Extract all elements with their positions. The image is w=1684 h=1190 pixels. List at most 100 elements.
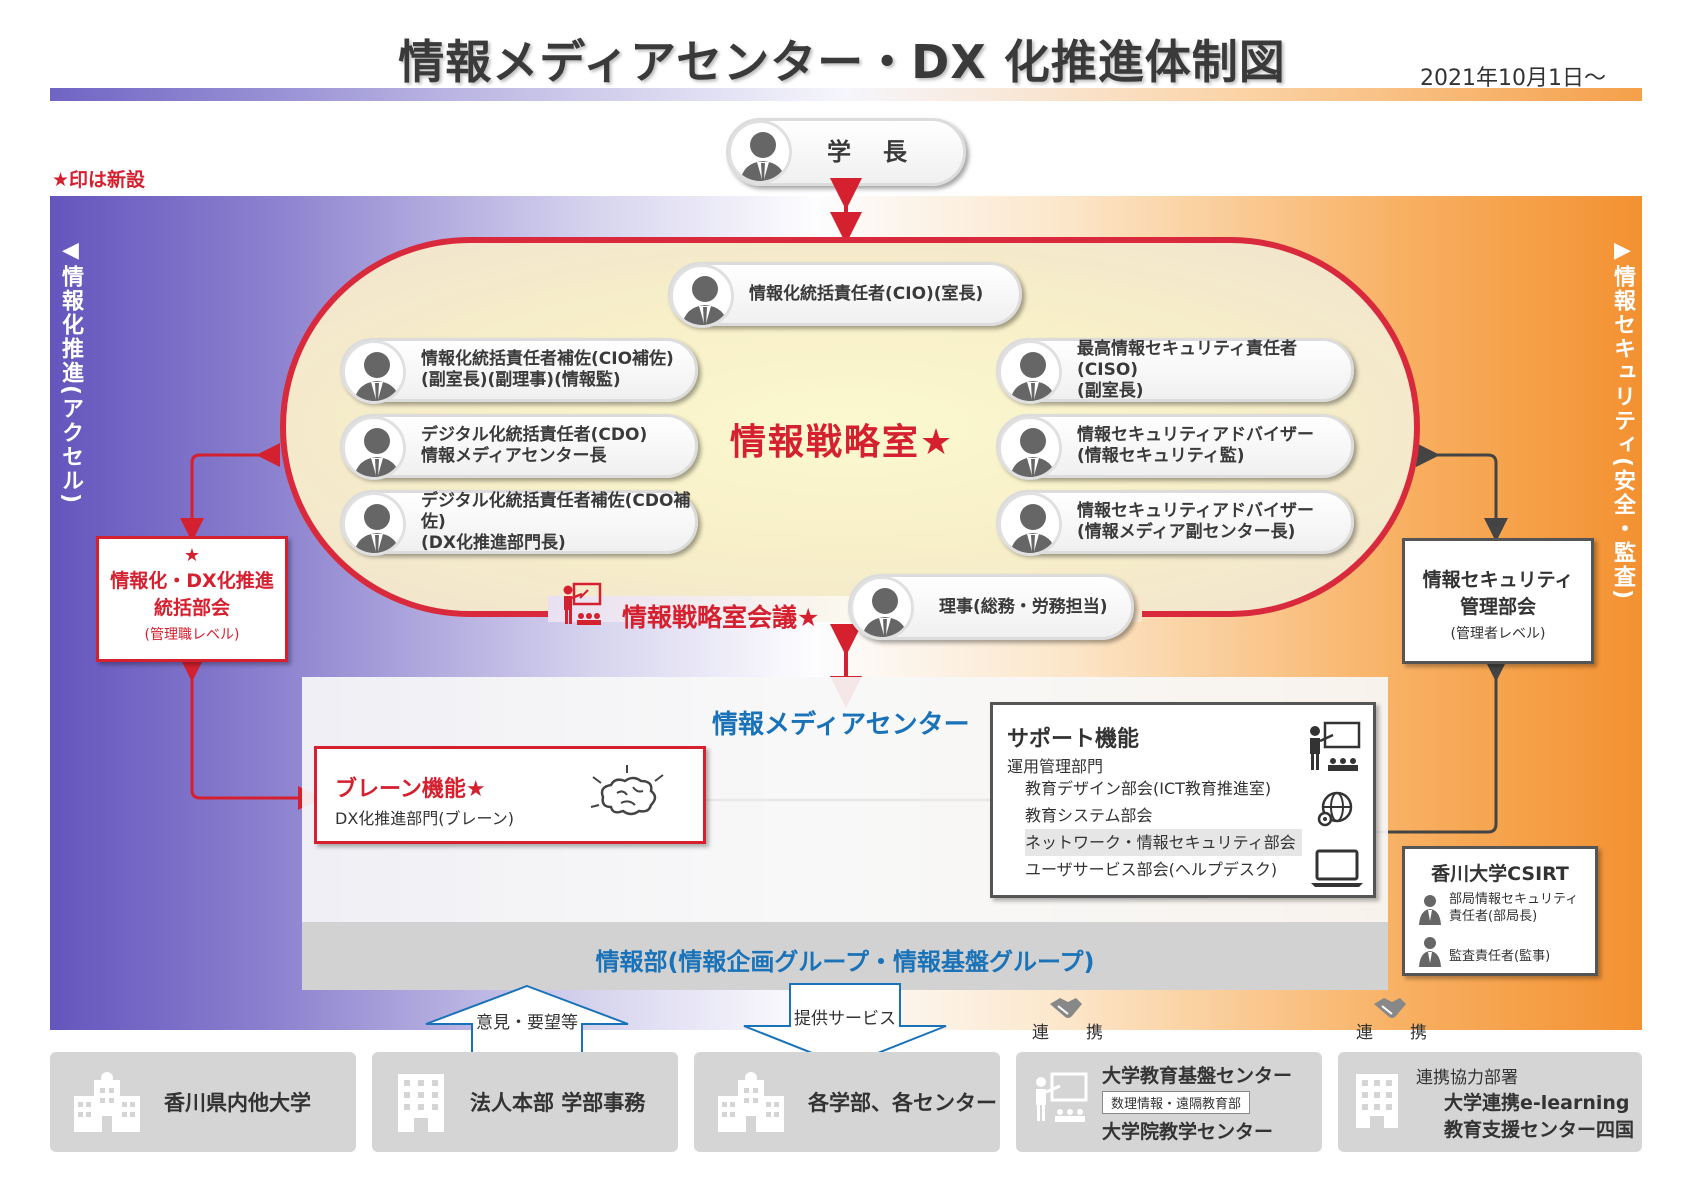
bottom-card-education-center: 大学教育基盤センター 数理情報・遠隔教育部 大学院教学センター [1016,1052,1322,1152]
member-ciso-line2: (副室長) [1077,380,1144,401]
support-item-user-service: ユーザサービス部会(ヘルプデスク) [1025,860,1278,879]
member-cdo-assist-line2: (DX化推進部門長) [421,532,566,553]
brain-function-title: ブレーン機能★ [335,777,486,802]
person-icon [1417,935,1443,967]
cooperation-line3: 教育支援センター四国 [1444,1118,1635,1141]
education-center-line2: 大学院教学センター [1102,1120,1274,1143]
member-sec-adviser-2-line2: (情報メディア副センター長) [1077,522,1296,542]
csirt-role1-line1: 部局情報セキュリティ [1449,892,1579,907]
meeting-label: 情報戦略室会議★ [622,603,820,632]
globe-gear-icon [1315,789,1355,829]
cooperation-line2: 大学連携e-learning [1444,1091,1630,1114]
member-cio-label: 情報化統括責任者(CIO)(室長) [749,283,984,304]
university-building-icon [72,1070,142,1134]
dx-committee-line1: 情報化・DX化推進 [110,570,274,592]
lecture-icon [1305,721,1363,773]
member-pill-ciso: 最高情報セキュリティ責任者(CISO)(副室長) [996,338,1354,404]
csirt-title: 香川大学CSIRT [1431,863,1569,885]
person-icon [998,416,1062,480]
bottom-card-other-universities: 香川県内他大学 [50,1052,356,1152]
member-pill-sec-adviser-1: 情報セキュリティアドバイザー(情報セキュリティ監) [996,414,1354,480]
member-pill-cio: 情報化統括責任者(CIO)(室長) [668,262,1022,328]
university-building-icon [716,1070,786,1134]
person-icon [670,264,734,328]
support-dept-label: 運用管理部門 [1007,757,1104,776]
person-icon [850,576,914,640]
member-sec-adviser-1-line1: 情報セキュリティアドバイザー [1077,425,1314,445]
side-label-left: ◀情報化推進(アクセル) [58,238,83,506]
education-center-tag: 数理情報・遠隔教育部 [1102,1090,1251,1114]
member-cdo-line2: 情報メディアセンター長 [421,446,607,466]
bottom-card-head-office: 法人本部 学部事務 [372,1052,678,1152]
member-pill-cio-assist: 情報化統括責任者補佐(CIO補佐)(副室長)(副理事)(情報監) [340,338,698,404]
president-label: 学 長 [827,137,911,166]
security-committee-line1: 情報セキュリティ [1422,569,1574,591]
support-item-network-security: ネットワーク・情報セキュリティ部会 [1025,829,1302,856]
member-cio-assist-line1: 情報化統括責任者補佐(CIO補佐) [421,349,674,369]
bottom-card-head-office-label: 法人本部 学部事務 [470,1091,646,1115]
dx-committee-line2: 統括部会 [153,597,230,619]
person-icon [728,120,792,184]
brain-icon [587,763,671,833]
link-label-2a: 連 [1356,1023,1373,1043]
education-center-line1: 大学教育基盤センター [1102,1064,1293,1087]
person-icon [342,416,406,480]
person-icon [998,492,1062,556]
info-dept-label: 情報部(情報企画グループ・情報基盤グループ) [595,948,1095,976]
member-cio-assist-line2: (副室長)(副理事)(情報監) [421,370,621,390]
link-label-2b: 携 [1410,1023,1427,1043]
security-committee-line2: 管理部会 [1459,596,1536,618]
opinion-up-arrow: 意見・要望等 [424,984,630,1070]
link-label-1a: 連 [1032,1023,1049,1043]
date-label: 2021年10月1日〜 [1420,66,1606,91]
support-item-education-system: 教育システム部会 [1025,806,1153,825]
handshake-icon [1048,990,1084,1026]
member-sec-adviser-1-line2: (情報セキュリティ監) [1077,446,1245,466]
cooperation-line1: 連携協力部署 [1416,1067,1518,1088]
support-function-box: サポート機能 運用管理部門 教育デザイン部会(ICT教育推進室) 教育システム部… [990,702,1376,898]
member-ciso-line1: 最高情報セキュリティ責任者(CISO) [1077,338,1297,380]
person-icon [1417,893,1443,925]
member-cdo-assist-line1: デジタル化統括責任者補佐(CDO補佐) [421,490,691,532]
lecture-icon [1030,1070,1090,1134]
meeting-icon [560,582,602,626]
bottom-card-faculties: 各学部、各センター [694,1052,1000,1152]
member-pill-director: 理事(総務・労務担当) [848,574,1134,640]
link-label-1b: 携 [1086,1023,1103,1043]
bottom-card-other-universities-label: 香川県内他大学 [164,1091,311,1115]
csirt-role2: 監査責任者(監事) [1449,949,1551,964]
dx-committee-star: ★ [183,545,201,566]
bottom-card-cooperation: 連携協力部署 大学連携e-learning 教育支援センター四国 [1338,1052,1642,1152]
member-cdo-line1: デジタル化統括責任者(CDO) [421,425,648,445]
new-mark-note: ★印は新設 [52,169,146,191]
member-sec-adviser-2-line1: 情報セキュリティアドバイザー [1077,501,1314,521]
dx-committee-box: ★ 情報化・DX化推進 統括部会 (管理職レベル) [96,536,288,662]
member-director-label: 理事(総務・労務担当) [939,596,1108,617]
brain-function-sub: DX化推進部門(ブレーン) [335,809,514,828]
strategy-office-title: 情報戦略室★ [729,422,955,463]
person-icon [998,340,1062,404]
service-down-label: 提供サービス [794,1009,896,1029]
office-building-icon [394,1070,448,1134]
csirt-role1-line2: 責任者(部局長) [1449,909,1538,924]
member-pill-cdo-assist: デジタル化統括責任者補佐(CDO補佐)(DX化推進部門長) [340,490,698,556]
member-pill-sec-adviser-2: 情報セキュリティアドバイザー(情報メディア副センター長) [996,490,1354,556]
member-pill-cdo: デジタル化統括責任者(CDO)情報メディアセンター長 [340,414,698,480]
security-committee-box: 情報セキュリティ 管理部会 (管理者レベル) [1402,538,1594,664]
info-dept-band [302,922,1388,990]
office-building-icon [1352,1070,1402,1134]
support-item-education-design: 教育デザイン部会(ICT教育推進室) [1025,779,1272,798]
president-pill: 学 長 [726,118,966,186]
opinion-up-label: 意見・要望等 [476,1013,578,1033]
security-committee-level: (管理者レベル) [1450,626,1546,642]
person-icon [342,340,406,404]
laptop-icon [1309,849,1365,889]
person-icon [342,492,406,556]
bottom-card-faculties-label: 各学部、各センター [808,1091,997,1115]
media-center-title: 情報メディアセンター [712,710,970,740]
title-gradient-bar [50,88,1642,101]
dx-committee-level: (管理職レベル) [144,627,240,643]
service-down-arrow: 提供サービス [742,982,948,1068]
side-label-right: ▶情報セキュリティ(安全・監査) [1610,238,1635,602]
page-title: 情報メディアセンター・DX 化推進体制図 [398,35,1286,89]
